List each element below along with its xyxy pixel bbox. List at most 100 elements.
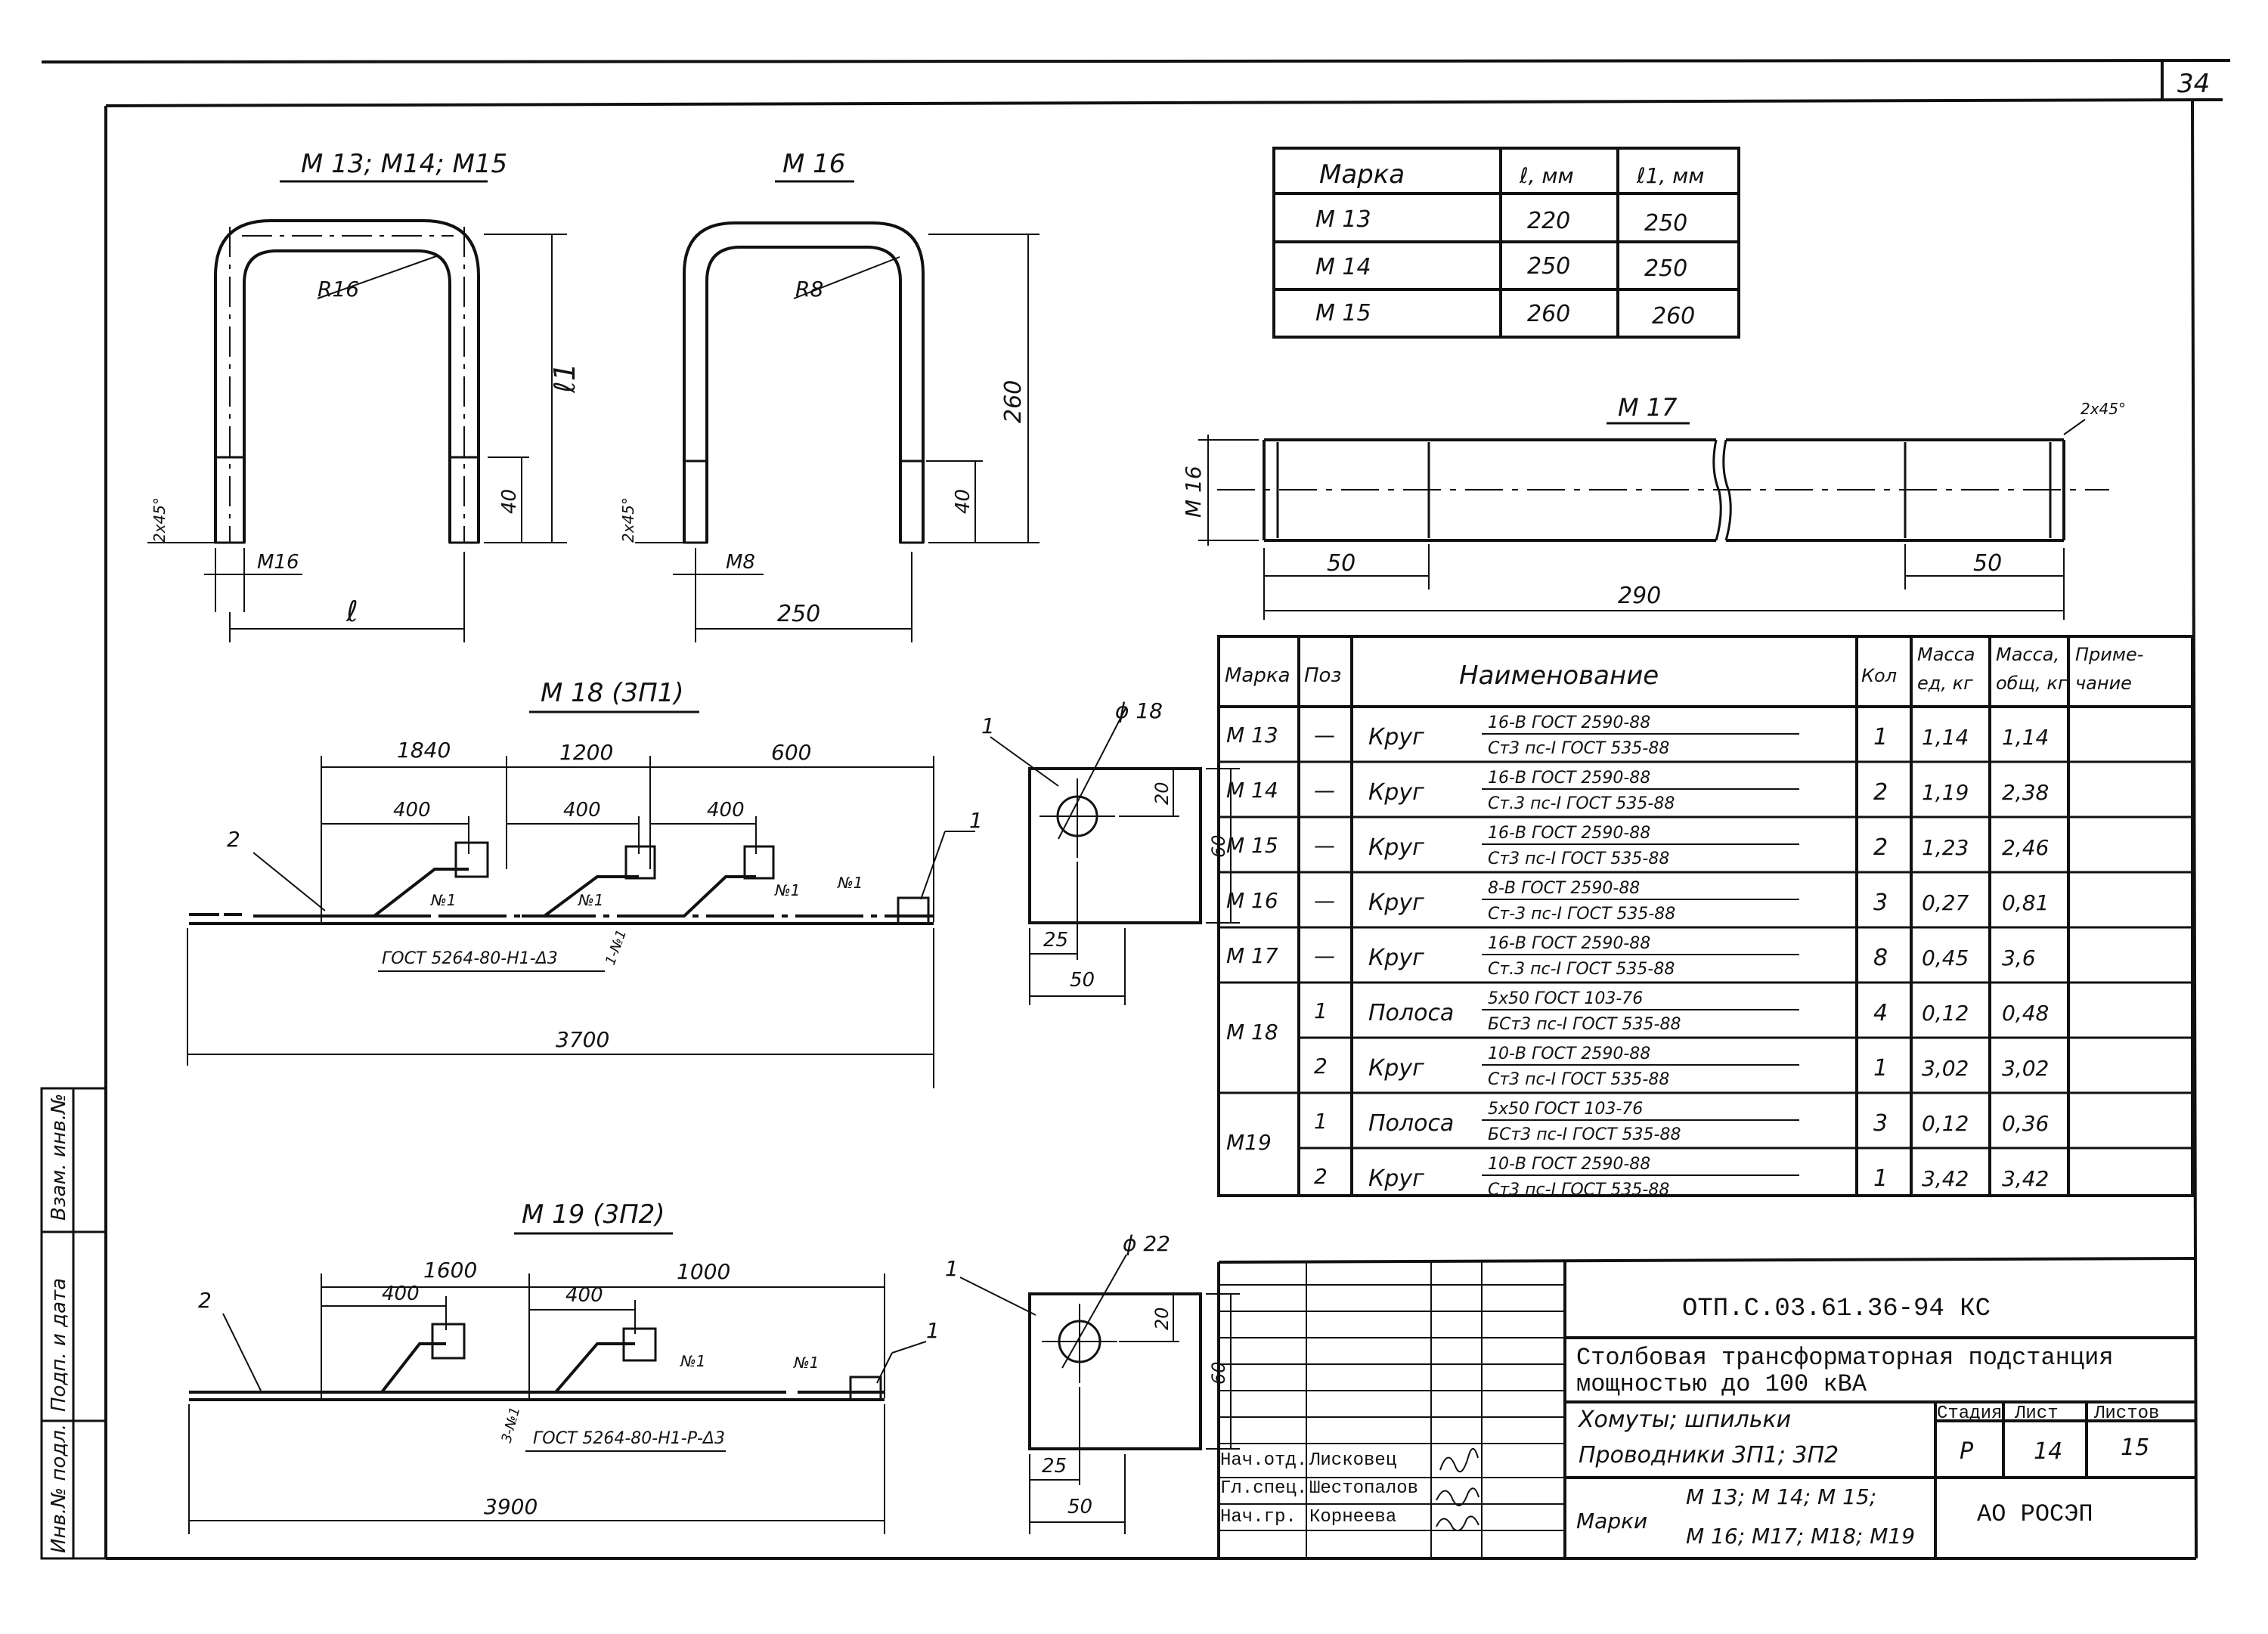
plate-phi18-pos: 1 [981,713,995,738]
spec-cell-mass-unit: 0,12 [1922,1111,1969,1136]
marks-label: Марки [1576,1509,1647,1533]
spec-cell-std2: Ст3 пс-I ГОСТ 535-88 [1488,739,1669,758]
sheet-label: Лист [2014,1403,2059,1424]
sheets-label: Листов [2093,1403,2159,1424]
size-table-cell: М 13 [1315,206,1371,233]
stud-m17-right: 50 [1973,550,2002,577]
spec-cell-pos: 2 [1314,1164,1328,1189]
side-stamp-sign: Подп. и дата [48,1278,70,1412]
plate-phi18-w2: 50 [1070,969,1095,992]
conductor-m19-d2: 1000 [677,1259,730,1284]
stud-m17-drawing: М 17 М 16 2х45° 50 50 290 [1181,393,2126,620]
spec-header-mass1-unit: ед, кг [1917,673,1973,694]
spec-cell-mark: М 15 [1226,833,1278,858]
spec-cell-std1: 16-В ГОСТ 2590-88 [1488,934,1650,953]
spec-cell-qty: 3 [1873,890,1888,916]
size-table-cell: 250 [1644,210,1687,237]
signer-role-1: Нач.отд. [1220,1450,1307,1471]
spec-cell-mass-unit: 0,27 [1922,890,1969,915]
spec-cell-qty: 1 [1873,724,1888,750]
spec-cell-mass-unit: 1,19 [1922,780,1969,805]
plate-phi22-w2: 50 [1067,1496,1092,1518]
stage-label: Стадия [1937,1403,2002,1424]
size-table-header-l1: ℓ1, мм [1636,163,1704,188]
plate-phi22-hole: ϕ 22 [1123,1231,1170,1256]
spec-cell-qty: 1 [1873,1165,1888,1192]
spec-cell-mass-unit: 1,23 [1922,835,1969,860]
title-block: ОТП.С.03.61.36-94 КС Столбовая трансформ… [1217,1257,2197,1558]
sheet-title-2: Проводники 3П1; 3П2 [1579,1442,1839,1468]
spec-cell-mass-total: 2,46 [2002,835,2049,860]
conductor-m19-drawing: М 19 (3П2) 1600 1000 400 400 2 1 №1 №1 3… [188,1199,940,1534]
spec-cell-pos: — [1314,943,1335,968]
spec-cell-name: Круг [1368,779,1424,806]
spec-cell-std1: 10-В ГОСТ 2590-88 [1488,1044,1650,1063]
conductor-m19-weld-note: 3-№1 [499,1405,524,1444]
signer-name-2: Шестопалов [1309,1478,1418,1499]
conductor-m18-title: М 18 (3П1) [541,678,684,708]
conductor-m18-off1: 400 [393,799,431,822]
ubolt-m13-chamfer: 2х45° [150,497,169,543]
spec-cell-std2: БСт3 пс-I ГОСТ 535-88 [1488,1015,1681,1034]
marks-line-2: М 16; М17; М18; М19 [1686,1524,1915,1549]
spec-cell-std2: БСт3 пс-I ГОСТ 535-88 [1488,1125,1681,1144]
ubolt-m16-height: 260 [1000,380,1027,423]
conductor-m19-total: 3900 [484,1494,538,1519]
spec-header-note: Приме- [2075,644,2143,665]
signature-1 [1439,1448,1479,1473]
ubolt-m16-drawing: М 16 R8 260 40 2х45° М8 250 [619,149,1040,642]
sheets-value: 15 [2121,1434,2149,1461]
stud-m17-dia: М 16 [1181,466,1206,518]
stud-m17-chamfer: 2х45° [2081,400,2126,418]
conductor-m18-gost: ГОСТ 5264-80-Н1-Δ3 [382,949,558,968]
size-table-cell: М 15 [1315,300,1371,326]
spec-cell-name: Полоса [1368,1000,1454,1026]
stage-value: Р [1960,1438,1974,1465]
spec-cell-pos: 1 [1314,998,1328,1023]
spec-cell-name: Круг [1368,890,1424,916]
conductor-m18-d3: 600 [771,740,811,765]
sheet-title-1: Хомуты; шпильки [1577,1407,1791,1433]
ubolt-m13-title: М 13; М14; М15 [301,149,507,179]
size-table-cell: 250 [1644,255,1687,282]
spec-cell-mass-unit: 0,45 [1922,945,1969,970]
side-stamp-replace: Взам. инв.№ [48,1094,70,1221]
ubolt-m13-dia: М16 [257,551,299,574]
spec-cell-mass-total: 3,02 [2002,1056,2049,1081]
sheet-value: 14 [2034,1438,2062,1465]
conductor-m19-d1: 1600 [423,1258,477,1283]
ubolt-m13-height: ℓ1 [548,363,581,394]
conductor-m19-off2: 400 [565,1284,603,1307]
spec-cell-std2: Ст.3 пс-I ГОСТ 535-88 [1488,794,1675,813]
spec-cell-std1: 8-В ГОСТ 2590-88 [1488,879,1640,898]
side-stamp-inv: Инв.№ подл. [48,1424,70,1553]
conductor-m18-d2: 1200 [559,740,613,765]
spec-cell-name: Полоса [1368,1110,1454,1137]
plate-phi22-pos: 1 [945,1256,959,1281]
size-table-header-mark: Марка [1319,159,1405,190]
ubolt-m16-thread: 40 [952,489,974,514]
spec-cell-pos: 2 [1314,1054,1328,1079]
spec-cell-mass-total: 3,42 [2002,1166,2049,1191]
signature-2 [1436,1487,1479,1507]
spec-cell-name: Круг [1368,834,1424,861]
conductor-m18-weld-b: №1 [578,891,604,909]
conductor-m18-weld-d: №1 [837,874,863,892]
spec-cell-std2: Ст.3 пс-I ГОСТ 535-88 [1488,960,1675,979]
conductor-m19-pos2: 2 [198,1288,212,1313]
spec-cell-qty: 8 [1873,945,1888,971]
organization: АО РОСЭП [1977,1500,2093,1528]
conductor-m18-off3: 400 [707,799,745,822]
spec-cell-pos: — [1314,833,1335,858]
spec-cell-std1: 5х50 ГОСТ 103-76 [1488,1100,1643,1119]
size-table-cell: 260 [1527,301,1570,327]
sheet-number: 34 [2177,69,2210,99]
spec-cell-name: Круг [1368,724,1424,750]
stud-m17-left: 50 [1327,550,1356,577]
size-table-header-l: ℓ, мм [1519,163,1574,188]
size-table-cell: 220 [1527,208,1570,234]
spec-cell-std2: Ст-3 пс-I ГОСТ 535-88 [1488,905,1675,924]
conductor-m18-d1: 1840 [397,738,451,763]
signer-role-2: Гл.спец. [1220,1478,1307,1499]
conductor-m18-off2: 400 [563,799,601,822]
